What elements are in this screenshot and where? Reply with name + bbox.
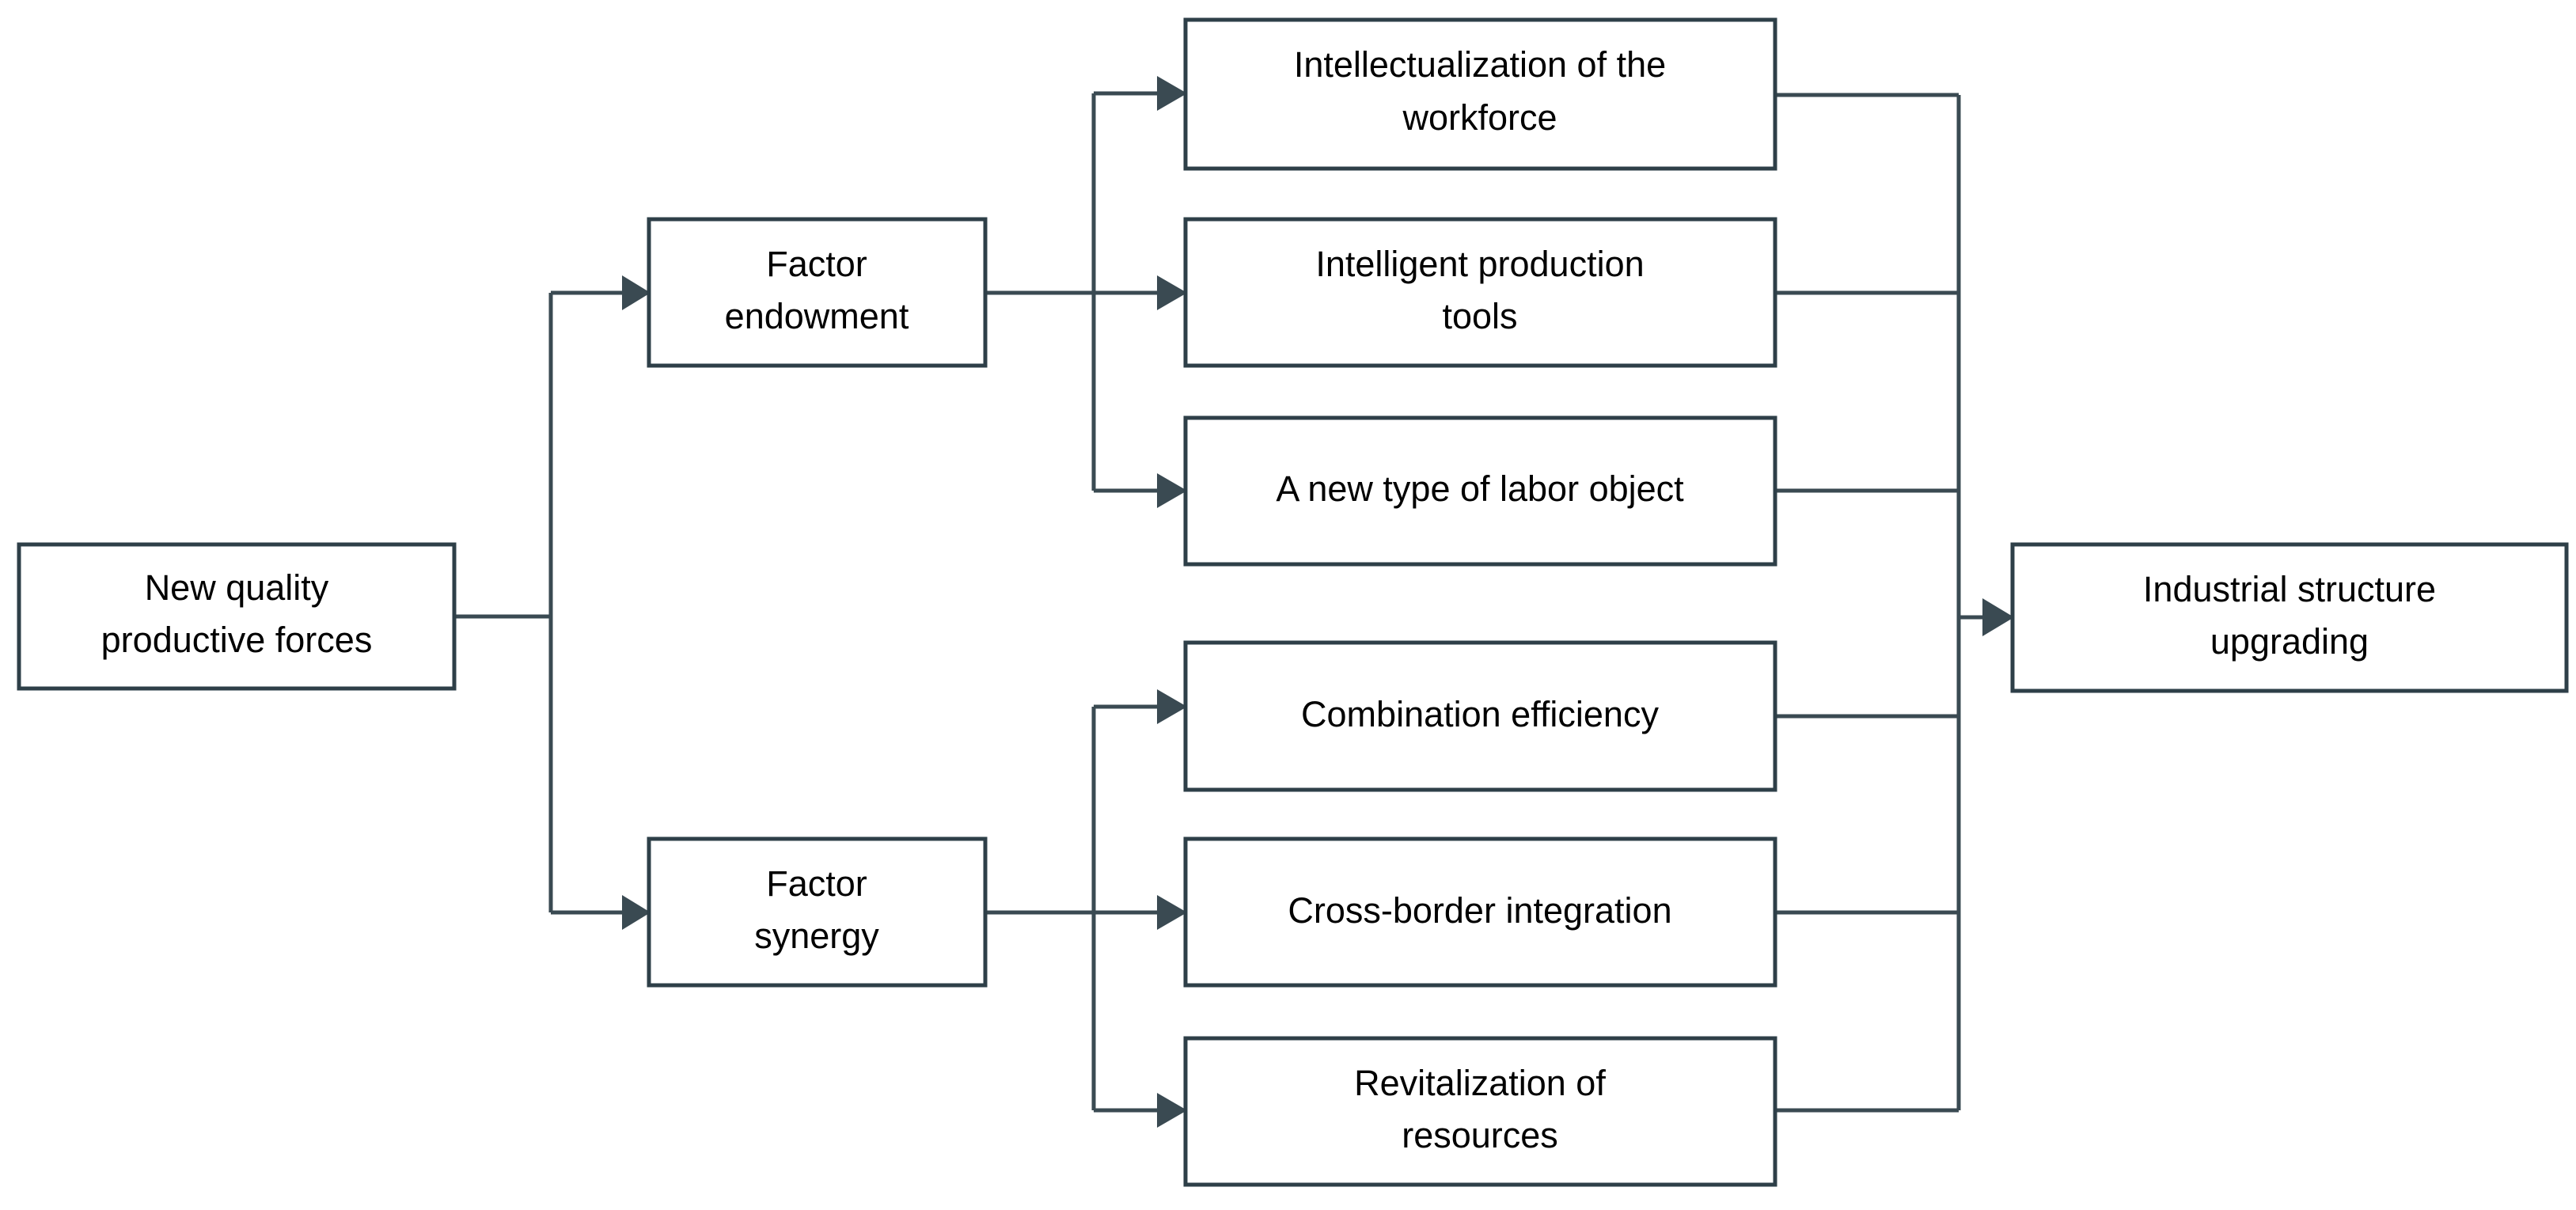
arrowhead-to-factor-synergy [622,895,651,930]
node-label-a-new-type-of-labor-object-line1: A new type of labor object [1276,468,1684,509]
node-label-source-line2: productive forces [101,620,373,660]
node-intelligent-production-tools[interactable]: Intelligent production tools [1183,217,1777,368]
node-rect-factor-endowment[interactable] [647,217,988,368]
node-label-intellectualization-line1: Intellectualization of the [1294,44,1666,85]
arrowhead-to-combination-efficiency [1157,689,1187,724]
node-intellectualization-of-the-workforce[interactable]: Intellectualization of the workforce [1183,17,1777,171]
node-rect-a-new-type-of-labor-object[interactable] [1183,415,1777,567]
node-label-intellectualization-line2: workforce [1402,97,1557,138]
node-label-industrial-structure-upgrading-line1: Industrial structure [2143,569,2436,609]
node-label-factor-endowment-line2: endowment [725,296,909,336]
node-industrial-structure-upgrading[interactable]: Industrial structure upgrading [2010,542,2569,693]
node-cross-border-integration[interactable]: Cross-border integration [1183,836,1777,988]
arrowhead-to-revitalization-of-resources [1157,1093,1187,1128]
node-label-cross-border-integration-line1: Cross-border integration [1288,890,1671,931]
node-revitalization-of-resources[interactable]: Revitalization of resources [1183,1036,1777,1187]
node-label-industrial-structure-upgrading-line2: upgrading [2210,621,2369,662]
arrowhead-to-a-new-type-of-labor-object [1157,473,1187,508]
node-label-source-line1: New quality [145,567,329,608]
node-label-revitalization-of-resources-line2: resources [1402,1115,1558,1155]
node-rect-source[interactable] [17,542,457,691]
node-label-factor-synergy-line2: synergy [754,916,879,956]
node-new-quality-productive-forces[interactable]: New quality productive forces [17,542,457,691]
node-label-revitalization-of-resources-line1: Revitalization of [1354,1063,1606,1103]
arrowhead-to-factor-endowment [622,275,651,310]
node-rect-combination-efficiency[interactable] [1183,640,1777,792]
arrowhead-to-intellectualization [1157,76,1187,111]
node-factor-synergy[interactable]: Factor synergy [647,836,988,988]
node-rect-intellectualization[interactable] [1183,17,1777,171]
node-label-intelligent-production-tools-line1: Intelligent production [1315,244,1644,284]
node-factor-endowment[interactable]: Factor endowment [647,217,988,368]
node-rect-factor-synergy[interactable] [647,836,988,988]
arrowhead-to-cross-border-integration [1157,895,1187,930]
node-label-combination-efficiency-line1: Combination efficiency [1301,694,1659,734]
node-combination-efficiency[interactable]: Combination efficiency [1183,640,1777,792]
node-rect-revitalization-of-resources[interactable] [1183,1036,1777,1187]
node-layer: New quality productive forces Factor end… [17,17,2569,1187]
edge-layer [454,76,2014,1128]
node-label-factor-synergy-line1: Factor [766,863,867,904]
node-label-intelligent-production-tools-line2: tools [1442,296,1517,336]
node-rect-industrial-structure-upgrading[interactable] [2010,542,2569,693]
arrowhead-to-industrial-structure-upgrading [1982,598,2014,636]
node-label-factor-endowment-line1: Factor [766,244,867,284]
node-rect-intelligent-production-tools[interactable] [1183,217,1777,368]
node-rect-cross-border-integration[interactable] [1183,836,1777,988]
arrowhead-to-intelligent-production-tools [1157,275,1187,310]
node-a-new-type-of-labor-object[interactable]: A new type of labor object [1183,415,1777,567]
